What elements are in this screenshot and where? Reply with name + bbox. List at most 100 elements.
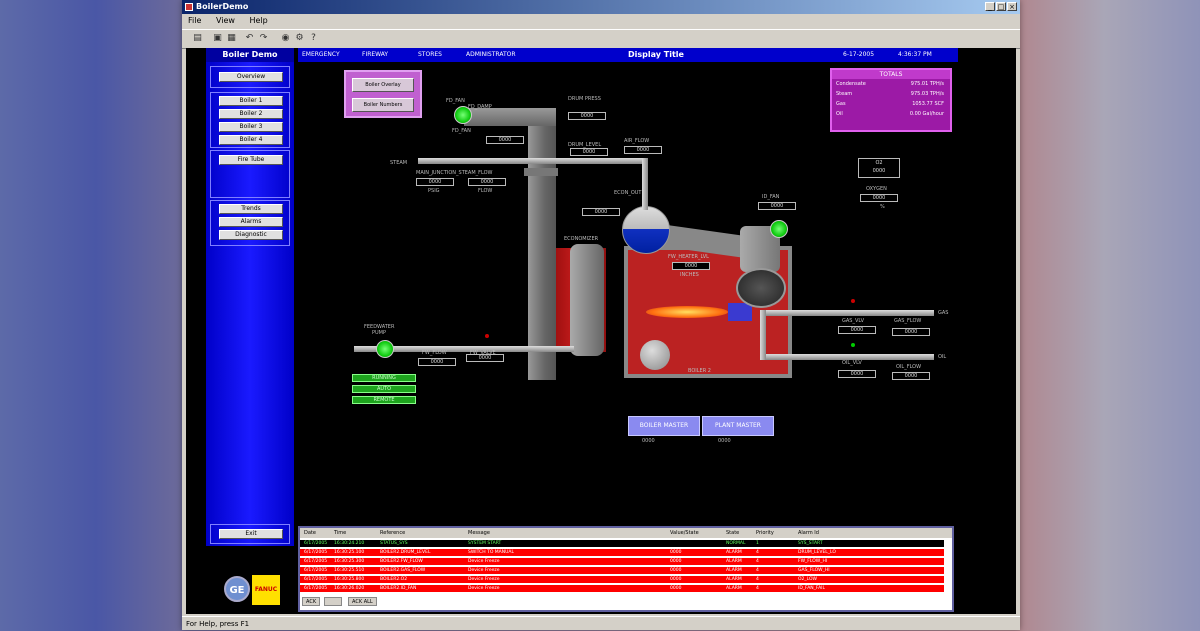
boiler-1-button[interactable]: Boiler 1 <box>219 96 283 106</box>
status-running[interactable]: RUNNING <box>352 374 416 382</box>
table-cell: ALARM <box>726 577 742 582</box>
gas-valve-icon[interactable] <box>848 299 858 312</box>
fw-heater-value: 0000 <box>672 262 710 270</box>
totals-key: Condensate <box>836 81 866 87</box>
zoom-icon[interactable]: ◉ <box>281 33 290 43</box>
steam-flow-value: 0000 <box>468 178 506 186</box>
drum-level-value: 0000 <box>570 148 608 156</box>
status-remote[interactable]: REMOTE <box>352 396 416 404</box>
col-state[interactable]: State <box>726 530 740 536</box>
toolbar: ▤ ▣ ▦ ↶ ↷ ◉ ⚙ ? <box>182 29 1020 49</box>
save-icon[interactable]: ▦ <box>227 33 236 43</box>
boiler-master-button[interactable]: BOILER MASTER <box>628 416 700 436</box>
id-fan-value: 0000 <box>758 202 796 210</box>
alarm-footer: ACK ACK ALL <box>302 596 452 608</box>
undo-icon[interactable]: ↶ <box>245 33 254 43</box>
boiler-4-button[interactable]: Boiler 4 <box>219 135 283 145</box>
sidebar-title: Boiler Demo <box>206 48 294 62</box>
redo-icon[interactable]: ↷ <box>259 33 268 43</box>
table-cell: Device Freeze <box>468 586 500 591</box>
ack-all-button[interactable]: ACK ALL <box>348 597 377 606</box>
status-bar: For Help, press F1 <box>182 616 1020 631</box>
feedwater-pump-icon[interactable] <box>376 340 394 358</box>
minimize-icon[interactable]: _ <box>985 2 995 11</box>
steam-pressure-value: 0000 <box>416 178 454 186</box>
maximize-icon[interactable]: □ <box>996 2 1006 11</box>
diagnostic-button[interactable]: Diagnostic <box>219 230 283 240</box>
print-icon[interactable]: ▣ <box>213 33 222 43</box>
boiler-label: BOILER 2 <box>688 368 711 374</box>
nav-fireway[interactable]: FIREWAY <box>362 51 389 58</box>
trends-button[interactable]: Trends <box>219 204 283 214</box>
oxygen-label: OXYGEN <box>866 186 887 192</box>
air-flow-label: AIR_FLOW <box>624 138 650 144</box>
fd-damp-value: 0000 <box>486 136 524 144</box>
col-reference[interactable]: Reference <box>380 530 406 536</box>
col-time[interactable]: Time <box>334 530 347 536</box>
menu-file[interactable]: File <box>188 16 202 25</box>
alarm-filter-input[interactable] <box>324 597 342 606</box>
oil-valve-icon[interactable] <box>848 343 858 356</box>
plant-master-button[interactable]: PLANT MASTER <box>702 416 774 436</box>
gas-flow-value: 0000 <box>892 328 930 336</box>
table-cell: BOILER2.DRUM_LEVEL <box>380 550 431 555</box>
oil-valve-value: 0000 <box>838 370 876 378</box>
nav-stores[interactable]: STORES <box>418 51 442 58</box>
exit-button[interactable]: Exit <box>219 529 283 539</box>
oil-flow-value: 0000 <box>892 372 930 380</box>
totals-value: 975.03 TPH/s <box>910 91 944 97</box>
nav-administrator[interactable]: ADMINISTRATOR <box>466 51 516 58</box>
overview-button[interactable]: Overview <box>219 72 283 82</box>
header-time: 4:36:37 PM <box>898 51 932 58</box>
boiler-3-button[interactable]: Boiler 3 <box>219 122 283 132</box>
sidebar: Boiler Demo Overview Boiler 1 Boiler 2 B… <box>206 48 294 546</box>
col-value[interactable]: Value/State <box>670 530 699 536</box>
gas-end-label: GAS <box>938 310 949 316</box>
nav-emergency[interactable]: EMERGENCY <box>302 51 340 58</box>
open-icon[interactable]: ▤ <box>193 33 202 43</box>
table-cell: SWITCH TO MANUAL <box>468 550 515 555</box>
table-cell: Device Freeze <box>468 568 500 573</box>
menu-view[interactable]: View <box>215 16 235 25</box>
boiler-overlay-button[interactable]: Boiler Overlay <box>352 78 414 92</box>
col-message[interactable]: Message <box>468 530 490 536</box>
display-header: EMERGENCY FIREWAY STORES ADMINISTRATOR D… <box>298 48 958 62</box>
fd-fan-icon[interactable] <box>454 106 472 124</box>
table-cell: BOILER2.ID_FAN <box>380 586 417 591</box>
menu-help[interactable]: Help <box>249 16 268 25</box>
drum-level-label: DRUM_LEVEL <box>568 142 602 148</box>
ack-button[interactable]: ACK <box>302 597 321 606</box>
table-cell: 6/17/2005 <box>304 541 328 546</box>
status-auto[interactable]: AUTO <box>352 385 416 393</box>
table-cell: 1 <box>756 541 759 546</box>
boiler-numbers-button[interactable]: Boiler Numbers <box>352 98 414 112</box>
help-icon[interactable]: ? <box>311 33 316 43</box>
settings-icon[interactable]: ⚙ <box>295 33 304 43</box>
id-fan-icon[interactable] <box>770 220 788 238</box>
close-icon[interactable]: × <box>1007 2 1017 11</box>
col-alarm-id[interactable]: Alarm Id <box>798 530 819 536</box>
oil-end-label: OIL <box>938 354 947 360</box>
table-cell: 16:30:25.800 <box>334 577 365 582</box>
table-cell: 0000 <box>670 559 682 564</box>
sidebar-group-overview: Overview <box>210 66 290 88</box>
fire-tube-button[interactable]: Fire Tube <box>219 155 283 165</box>
col-priority[interactable]: Priority <box>756 530 774 536</box>
col-date[interactable]: Date <box>304 530 316 536</box>
fw-valve-icon[interactable] <box>482 334 492 347</box>
boiler-2-button[interactable]: Boiler 2 <box>219 109 283 119</box>
gas-valve-value: 0000 <box>838 326 876 334</box>
totals-key: Oil <box>836 111 843 117</box>
fanuc-logo: FANUC <box>252 575 280 605</box>
alarms-button[interactable]: Alarms <box>219 217 283 227</box>
